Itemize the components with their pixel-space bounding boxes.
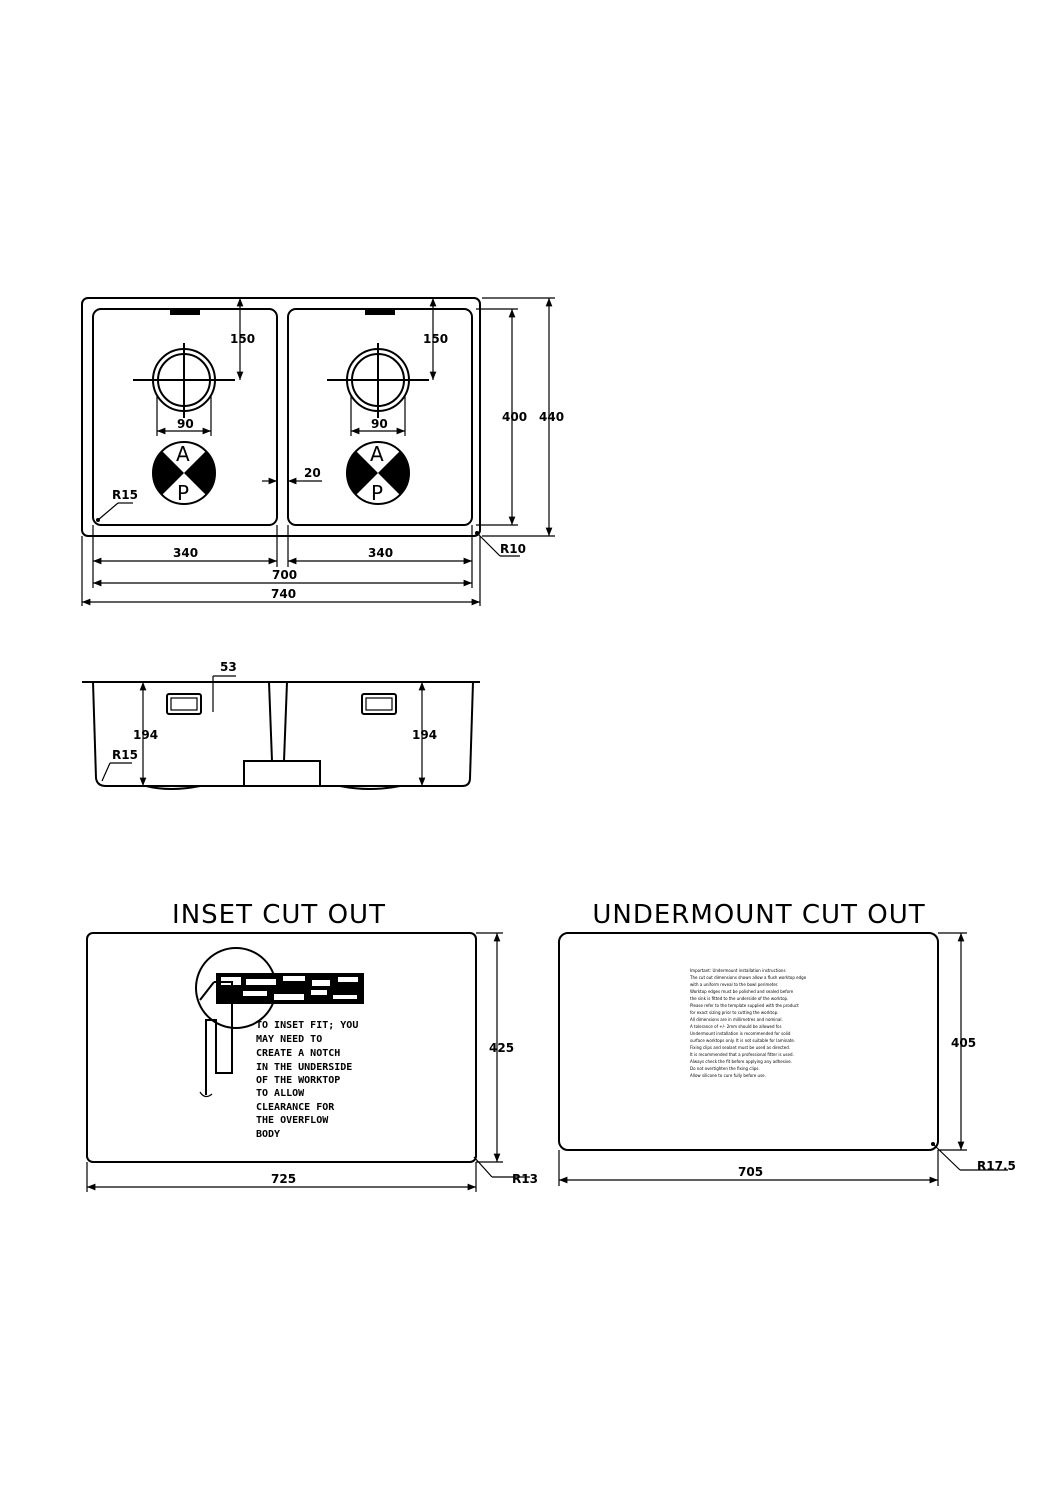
dim-undermount-width: 705 <box>738 1165 763 1179</box>
dim-overflow-offset: 53 <box>220 660 237 674</box>
dim-depth-right: 194 <box>412 728 437 742</box>
dim-inset-height: 425 <box>489 1041 514 1055</box>
dim-inset-width: 725 <box>271 1172 296 1186</box>
dim-bowl-2-width: 340 <box>368 546 393 560</box>
undermount-fine-print: Important: Undermount installation instr… <box>689 968 807 1078</box>
dim-overall-height: 440 <box>539 410 564 424</box>
ap-bottom-letter-right: P <box>371 481 383 505</box>
undermount-cut-out: UNDERMOUNT CUT OUT Important: Undermount… <box>558 900 1016 1186</box>
overflow-slot-left <box>170 308 200 315</box>
ap-symbol-left: A P <box>152 441 216 505</box>
inset-cut-out: INSET CUT OUT TO INSET FIT; YOU MAY NEED… <box>86 900 538 1192</box>
dim-bowl-2-waste-diameter: 90 <box>371 417 388 431</box>
ap-symbol-right: A P <box>346 441 410 505</box>
dim-bowl-gap: 20 <box>304 466 321 480</box>
dim-bowl-1-waste-diameter: 90 <box>177 417 194 431</box>
dim-bowl-2-tap-height: 150 <box>423 332 448 346</box>
dim-section-corner-radius: R15 <box>112 748 138 762</box>
dim-bowls-total-width: 700 <box>272 568 297 582</box>
dim-bowl-corner-radius: R15 <box>112 488 138 502</box>
inset-cut-out-title: INSET CUT OUT <box>172 900 386 930</box>
dim-bowl-1-tap-height: 150 <box>230 332 255 346</box>
dim-undermount-corner-radius: R17.5 <box>977 1159 1016 1173</box>
waste-right <box>327 343 429 436</box>
dim-inset-corner-radius: R13 <box>512 1172 538 1186</box>
dim-overall-width: 740 <box>271 587 296 601</box>
ap-top-letter-left: A <box>176 442 190 466</box>
dim-bowl-1-width: 340 <box>173 546 198 560</box>
sink-outline <box>81 297 481 537</box>
dim-undermount-height: 405 <box>951 1036 976 1050</box>
ap-bottom-letter-left: P <box>177 481 189 505</box>
plan-view: 150 150 90 90 A P A P 20 R15 <box>81 297 564 606</box>
ap-top-letter-right: A <box>370 442 384 466</box>
undermount-cut-out-title: UNDERMOUNT CUT OUT <box>592 900 925 930</box>
section-view: 53 194 194 R15 <box>82 660 480 790</box>
dim-depth-left: 194 <box>133 728 158 742</box>
inset-cut-out-outline <box>86 932 477 1163</box>
inset-note: TO INSET FIT; YOU MAY NEED TO CREATE A N… <box>256 1020 364 1140</box>
overflow-slot-right <box>365 308 395 315</box>
dim-outer-corner-radius: R10 <box>500 542 526 556</box>
waste-left <box>133 343 235 436</box>
undermount-cut-out-outline <box>558 932 939 1151</box>
dim-bowl-height: 400 <box>502 410 527 424</box>
